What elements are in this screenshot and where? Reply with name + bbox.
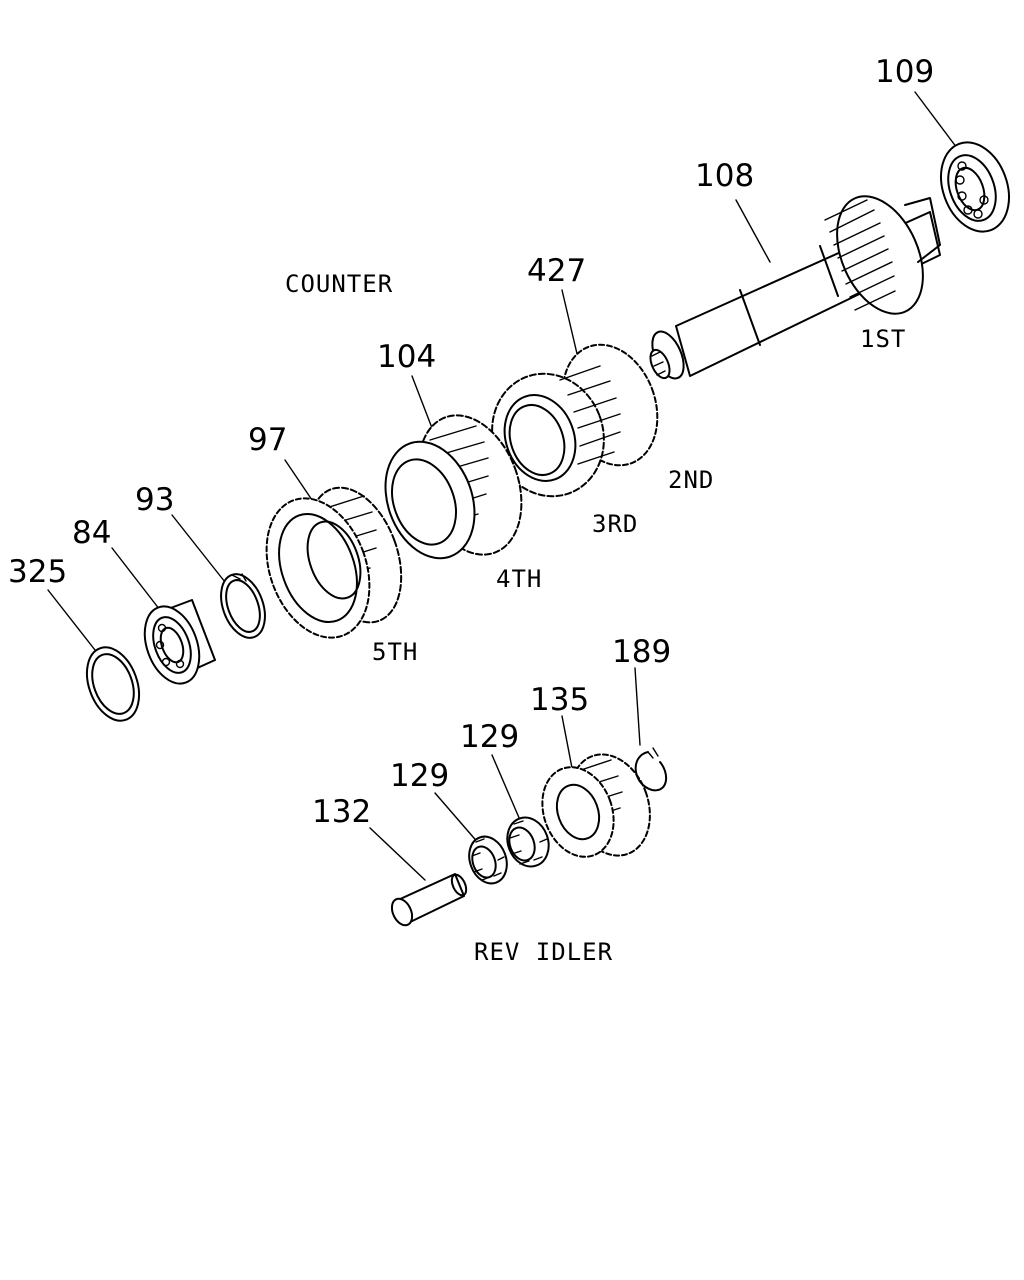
- callout-93: 93: [135, 482, 174, 518]
- label-4th: 4TH: [496, 565, 542, 593]
- label-5th: 5TH: [372, 638, 418, 666]
- leader-132: [369, 827, 426, 881]
- leader-129b: [491, 754, 521, 821]
- label-3rd: 3RD: [592, 510, 638, 538]
- callout-427: 427: [527, 253, 586, 289]
- callout-84: 84: [72, 515, 111, 551]
- counter-shaft: [649, 195, 941, 380]
- callout-189: 189: [612, 634, 671, 670]
- gear-97: [265, 486, 403, 639]
- section-labels: COUNTER 1ST 2ND 3RD 4TH 5TH REV IDLER: [285, 270, 906, 966]
- first-gear-teeth: [824, 195, 941, 315]
- callout-132: 132: [312, 794, 371, 830]
- label-rev-idler: REV IDLER: [474, 938, 613, 966]
- snap-ring-93: [220, 573, 266, 639]
- leader-84: [111, 547, 161, 611]
- callout-129a: 129: [390, 758, 449, 794]
- leader-325: [47, 589, 96, 651]
- callout-97: 97: [248, 422, 287, 458]
- label-1st: 1ST: [860, 325, 906, 353]
- gear-104: [384, 414, 523, 560]
- reverse-idler-gear-135: [541, 753, 651, 858]
- leader-427: [561, 289, 579, 359]
- leader-97: [284, 459, 313, 501]
- callout-108: 108: [695, 158, 754, 194]
- leader-129a: [434, 792, 481, 846]
- leader-109: [914, 91, 961, 153]
- bearing-109: [940, 141, 1010, 233]
- callout-325: 325: [8, 554, 67, 590]
- leader-104: [411, 375, 433, 429]
- leader-93: [171, 514, 226, 583]
- callout-104: 104: [377, 339, 436, 375]
- bearing-84: [143, 599, 216, 685]
- callout-129b: 129: [460, 719, 519, 755]
- label-2nd: 2ND: [668, 466, 714, 494]
- callout-109: 109: [875, 54, 934, 90]
- callout-135: 135: [530, 682, 589, 718]
- rev-idler-shaft-132: [390, 873, 468, 927]
- needle-bearing-129b: [506, 816, 550, 868]
- label-counter: COUNTER: [285, 270, 393, 298]
- leader-189: [634, 667, 641, 746]
- needle-bearing-129a: [468, 835, 508, 885]
- gear-427: [491, 343, 659, 498]
- leader-135: [561, 715, 573, 769]
- leader-lines: [47, 91, 961, 881]
- leader-108: [735, 199, 771, 263]
- callouts: 109 108 427 104 97 93 84 325 189 135 129…: [8, 54, 934, 830]
- snap-ring-189: [634, 747, 668, 792]
- ring-325: [85, 646, 141, 722]
